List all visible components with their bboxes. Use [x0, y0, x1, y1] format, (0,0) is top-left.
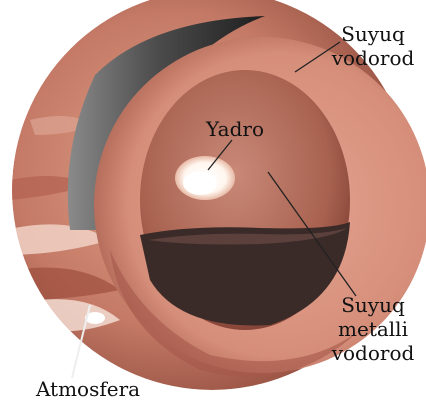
label-core: Yadro: [190, 118, 280, 140]
label-metallic-hydrogen: Suyuq metalli vodorod: [330, 293, 416, 365]
label-atmosphere: Atmosfera: [18, 378, 158, 400]
label-liquid-hydrogen: Suyuq vodorod: [330, 22, 416, 70]
